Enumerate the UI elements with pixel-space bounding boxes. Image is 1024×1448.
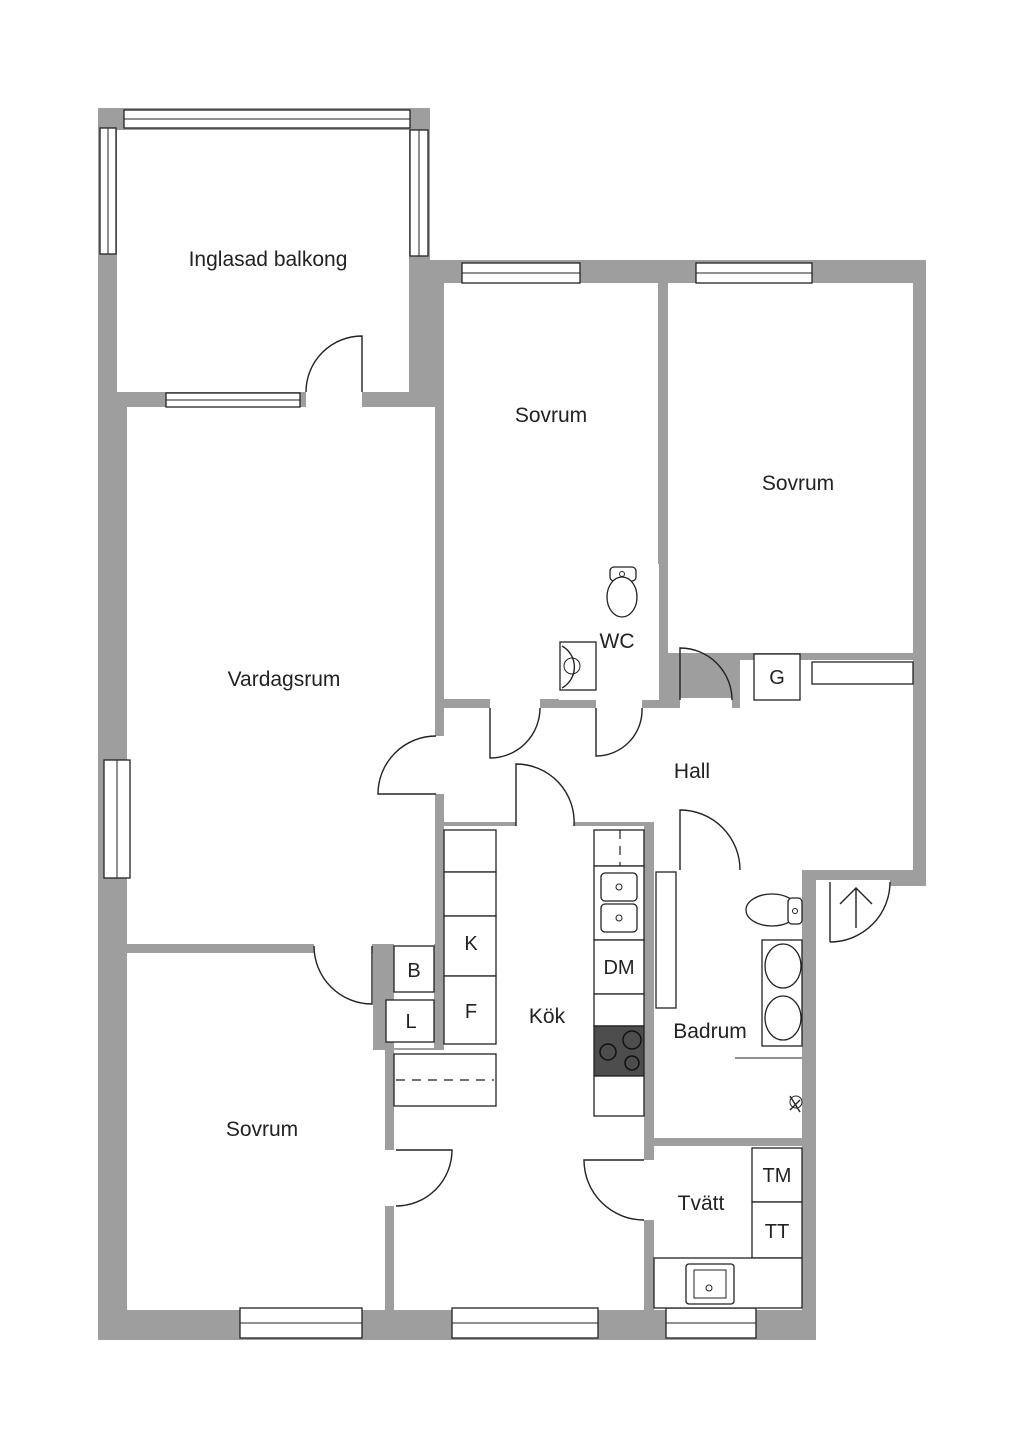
label-wc: WC — [600, 630, 635, 653]
label-kitchen: Kök — [529, 1005, 566, 1028]
fixture-labels: G K F DM B L TM TT — [405, 667, 791, 1243]
label-bedroom-top-middle: Sovrum — [515, 404, 587, 427]
label-bedroom-top-right: Sovrum — [762, 472, 834, 495]
label-hall: Hall — [674, 760, 710, 783]
label-tumble-dryer: TT — [765, 1221, 789, 1243]
label-washing-machine: TM — [763, 1165, 792, 1187]
label-living-room: Vardagsrum — [228, 668, 341, 691]
room-labels: Inglasad balkong Vardagsrum Sovrum Sovru… — [189, 248, 835, 1215]
label-cabinet-b: B — [407, 960, 420, 982]
laundry-fixtures — [653, 1147, 803, 1309]
label-dishwasher: DM — [603, 957, 634, 979]
bathroom-fixtures — [655, 871, 803, 1113]
kitchen-fixtures — [393, 829, 645, 1117]
door-swings — [305, 335, 891, 1221]
label-freezer-f: F — [465, 1001, 477, 1023]
windows — [99, 109, 813, 1339]
label-fridge-k: K — [464, 933, 478, 955]
label-bathroom: Badrum — [673, 1020, 747, 1043]
label-laundry: Tvätt — [678, 1192, 725, 1215]
label-cabinet-l: L — [405, 1011, 416, 1033]
cabinets — [385, 945, 435, 1043]
label-wardrobe-g: G — [769, 667, 785, 689]
label-balcony: Inglasad balkong — [189, 248, 348, 271]
label-bedroom-lower-left: Sovrum — [226, 1118, 298, 1141]
wc-fixtures — [559, 566, 638, 691]
hall-wardrobe — [753, 653, 914, 701]
door-openings — [306, 392, 832, 1220]
